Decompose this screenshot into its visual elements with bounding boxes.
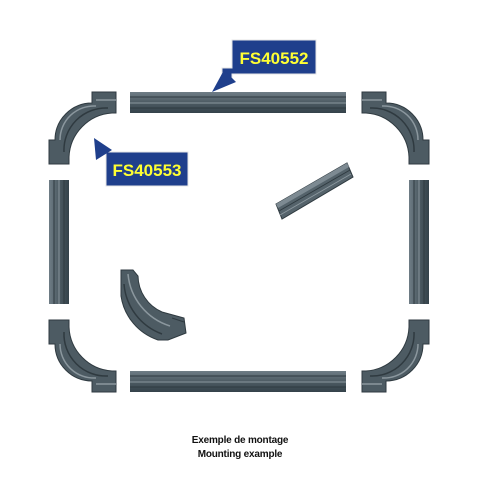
corner-molding-top-right xyxy=(361,91,430,165)
straight-molding-left xyxy=(49,180,69,304)
arrow-icon xyxy=(212,70,236,92)
straight-molding-right xyxy=(409,180,429,304)
caption-english: Mounting example xyxy=(197,449,283,460)
corner-molding-bottom-left xyxy=(48,319,117,393)
straight-molding-sample xyxy=(275,162,354,220)
corner-molding-sample xyxy=(120,269,187,341)
straight-molding-code: FS40552 xyxy=(240,49,309,68)
corner-molding-code: FS40553 xyxy=(113,161,182,180)
callout-corner-molding: FS40553 xyxy=(94,138,189,187)
corner-molding-bottom-right xyxy=(361,319,430,393)
caption-french: Exemple de montage xyxy=(191,435,289,446)
callout-straight-molding: FS40552 xyxy=(212,39,317,92)
straight-molding-bottom xyxy=(130,371,346,392)
arrow-icon xyxy=(94,138,112,160)
straight-molding-top xyxy=(130,92,346,113)
corner-molding-top-left xyxy=(48,91,117,165)
